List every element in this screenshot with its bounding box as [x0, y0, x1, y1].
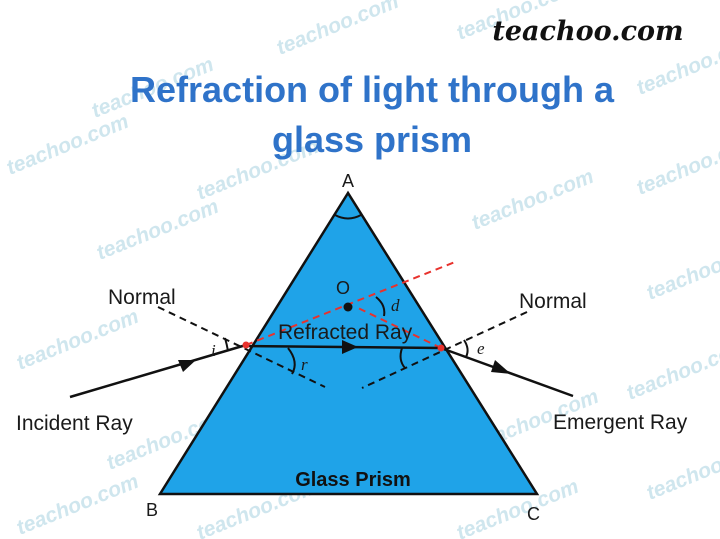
incident-ray-label: Incident Ray — [16, 412, 133, 435]
point-o-dot — [343, 302, 353, 312]
normal-left-label: Normal — [108, 286, 176, 309]
watermark-text: teachoo.com — [13, 470, 142, 539]
watermark-text: teachoo.com — [468, 165, 597, 235]
angle-e-arc — [463, 339, 469, 358]
emergent-ray-arrow — [491, 360, 511, 374]
refracted-ray-arrow — [342, 340, 358, 354]
angle-r-label: r — [301, 355, 308, 374]
normal-left-line — [157, 306, 326, 388]
vertex-b-label: B — [146, 500, 158, 520]
watermark-text: teachoo.com — [643, 235, 720, 305]
angle-d-label: d — [391, 296, 400, 315]
angle-r-arc — [287, 347, 296, 375]
emergence-point — [437, 344, 445, 352]
watermark-text: teachoo.com — [3, 110, 132, 180]
title-line-2: glass prism — [272, 119, 472, 160]
glass-prism-label: Glass Prism — [295, 469, 411, 491]
normal-right-label: Normal — [519, 290, 587, 313]
watermark-text: teachoo.com — [633, 130, 720, 200]
angle-e-label: e — [477, 339, 485, 358]
title-line-1: Refraction of light through a — [130, 69, 615, 110]
apex-angle-arc — [334, 214, 362, 220]
incidence-point — [242, 341, 250, 349]
brand-logo: teachoo.com — [492, 16, 683, 47]
watermark-text: teachoo.com — [623, 335, 720, 405]
point-o-label: O — [336, 278, 350, 298]
watermark-text: teachoo.com — [13, 305, 142, 375]
emergent-extension-line — [355, 306, 442, 349]
angle-inner-right-arc — [399, 347, 406, 369]
angle-i-label: i — [211, 341, 216, 360]
watermark-text: teachoo.com — [643, 435, 720, 505]
watermark-text: teachoo.com — [273, 0, 402, 60]
vertex-c-label: C — [527, 504, 540, 524]
watermark-text: teachoo.com — [93, 195, 222, 265]
vertex-a-label: A — [342, 171, 354, 191]
incident-ray-line — [69, 343, 247, 399]
emergent-ray-label: Emergent Ray — [553, 411, 688, 434]
refracted-ray-label: Refracted Ray — [278, 321, 413, 344]
angle-i-arc — [224, 337, 229, 352]
angle-d-arc — [375, 296, 386, 317]
incident-ray-arrow — [178, 360, 196, 372]
